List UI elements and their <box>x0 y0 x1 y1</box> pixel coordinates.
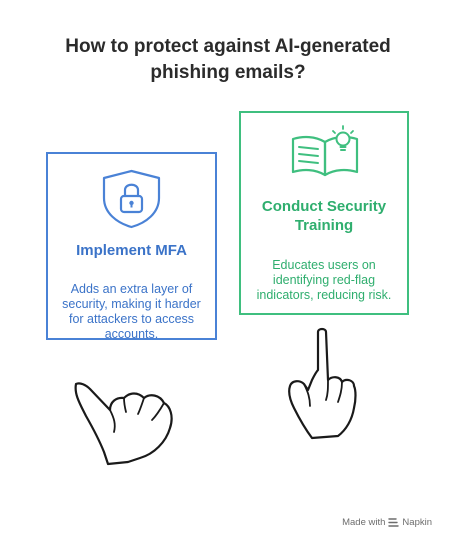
made-with-napkin-footer: Made with Napkin <box>342 517 432 528</box>
book-lightbulb-icon <box>291 125 359 177</box>
option-heading: Implement MFA <box>76 242 187 259</box>
made-with-label: Made with <box>342 517 386 528</box>
napkin-brand-label: Napkin <box>402 517 432 528</box>
option-heading: Conduct Security Training <box>261 198 387 234</box>
option-card-training: Conduct Security Training Educates users… <box>239 111 409 315</box>
pointing-hand-left-icon <box>74 382 173 466</box>
option-description: Adds an extra layer of security, making … <box>62 282 201 341</box>
padlock-shield-icon <box>102 169 161 229</box>
option-description: Educates users on identifying red-flag i… <box>256 258 392 302</box>
option-card-mfa: Implement MFA Adds an extra layer of sec… <box>46 152 217 341</box>
napkin-logo-icon <box>388 518 400 527</box>
pointing-hand-up-icon <box>288 327 357 440</box>
diagram-title: How to protect against AI-generated phis… <box>65 36 391 83</box>
